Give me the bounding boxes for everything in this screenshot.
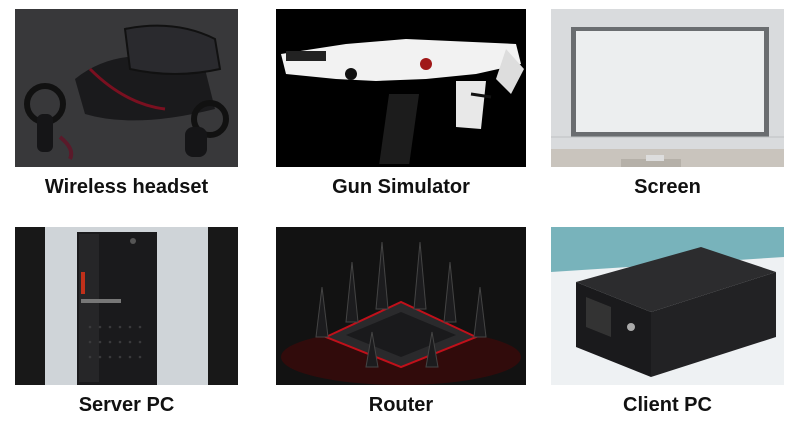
caption-client-pc: Client PC [623, 394, 712, 416]
screen-image [551, 9, 784, 167]
caption-wireless-headset: Wireless headset [44, 176, 209, 198]
projection-screen-icon [551, 9, 784, 167]
gun-simulator-icon [276, 9, 526, 167]
caption-router: Router [368, 394, 434, 416]
router-icon [276, 227, 526, 385]
caption-server-pc: Server PC [78, 394, 175, 416]
caption-screen: Screen [634, 176, 701, 198]
server-pc-image [15, 227, 238, 385]
caption-gun-simulator: Gun Simulator [332, 176, 470, 198]
server-tower-icon [15, 227, 238, 385]
rackmount-pc-icon [551, 227, 784, 385]
router-image [276, 227, 526, 385]
gun-simulator-image [276, 9, 526, 167]
headset-image [15, 9, 238, 167]
client-pc-image [551, 227, 784, 385]
vr-headset-icon [15, 9, 238, 167]
